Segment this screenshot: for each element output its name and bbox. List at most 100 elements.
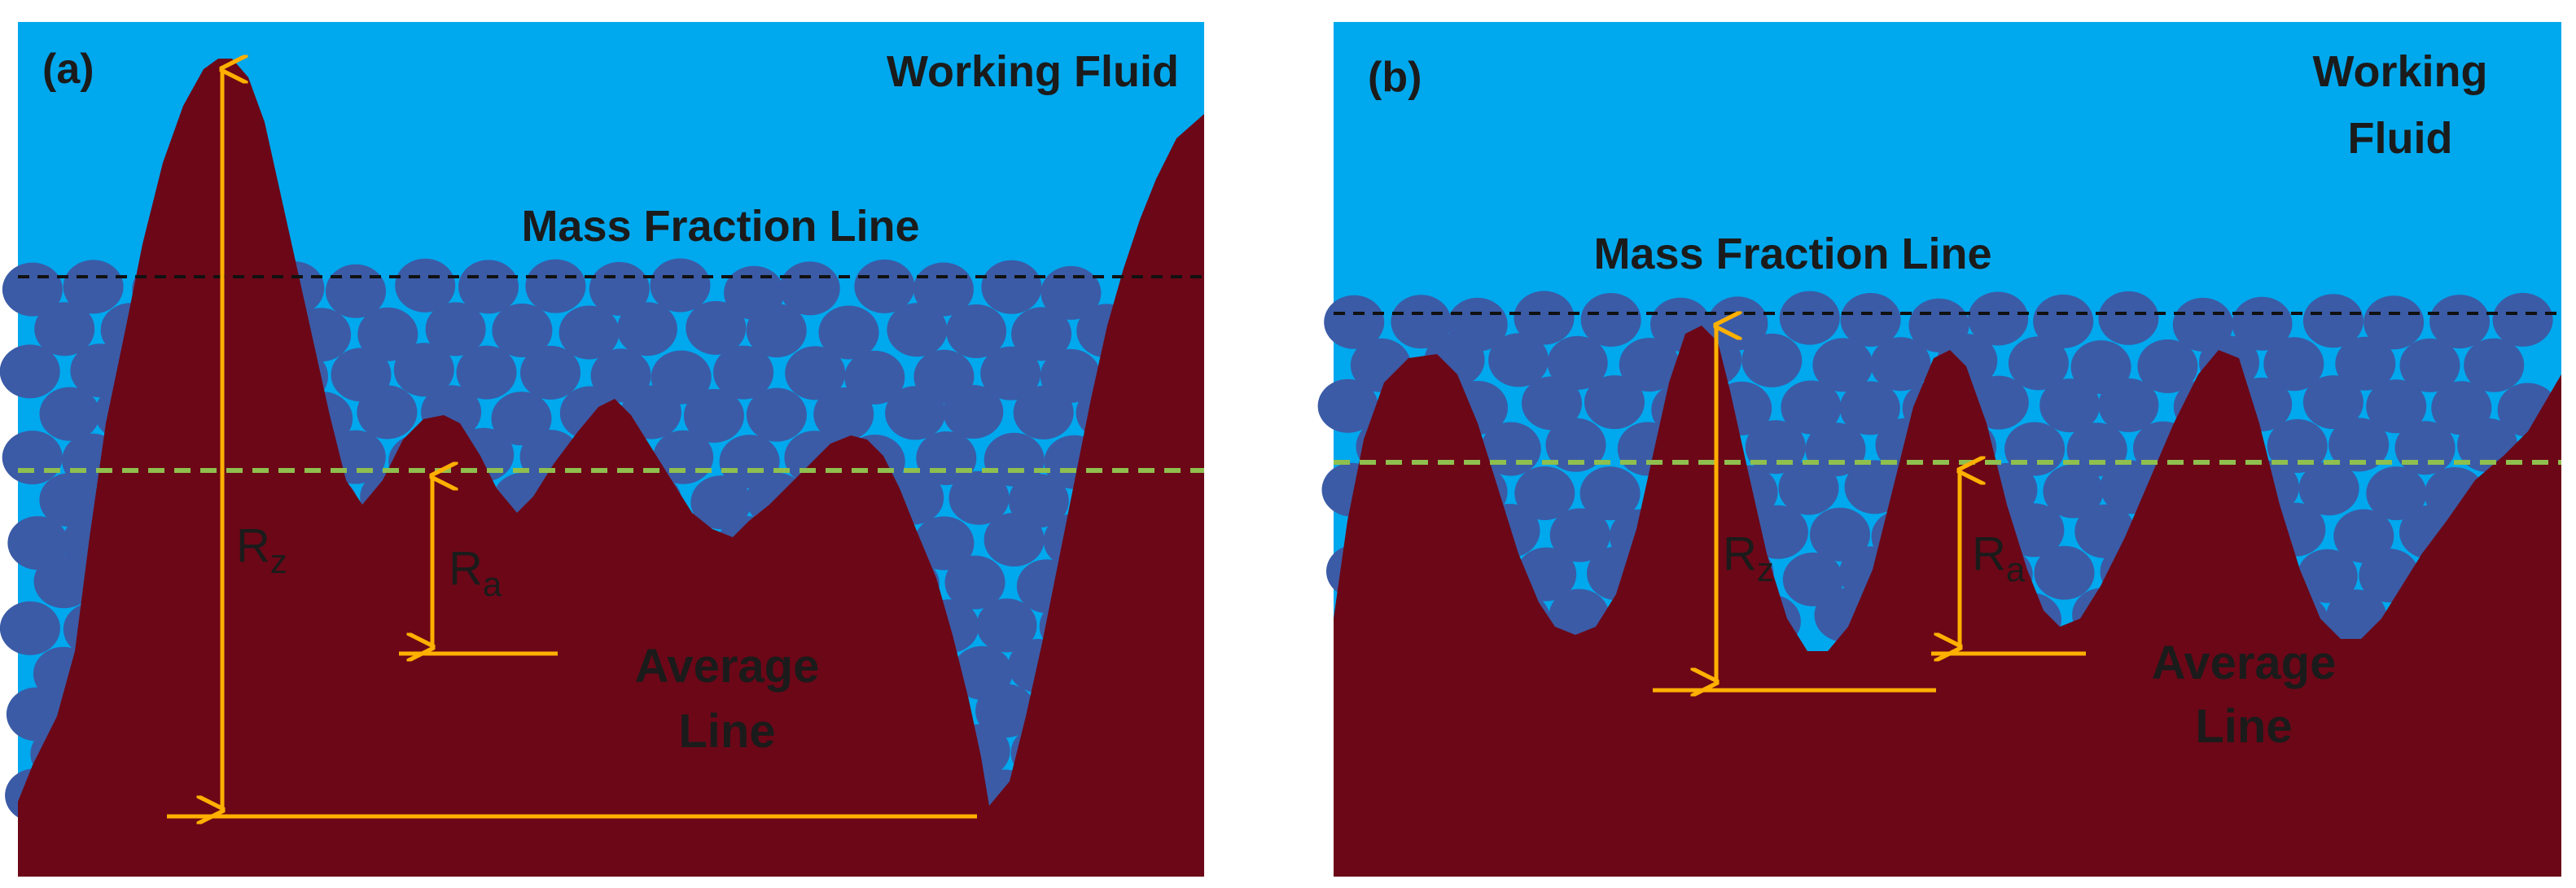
particle [2, 431, 63, 485]
particle [2335, 336, 2396, 391]
particle [1778, 461, 1839, 515]
particle [981, 260, 1042, 314]
particle [975, 684, 1036, 738]
particle [746, 387, 807, 442]
particle [357, 307, 418, 361]
particle [2137, 339, 2198, 393]
particle [0, 601, 60, 655]
particle [944, 555, 1005, 610]
particle [63, 260, 124, 314]
particle [2364, 295, 2425, 350]
particle [2298, 461, 2359, 516]
particle [1579, 466, 1641, 521]
particle [1741, 333, 1803, 387]
mass-fraction-line-label-b: Mass Fraction Line [1593, 230, 1991, 278]
particle [2328, 418, 2390, 472]
average-line-label-b-1: Average [2152, 636, 2337, 689]
particle [1839, 381, 1900, 435]
particle [39, 473, 100, 527]
particle [39, 387, 100, 441]
rough-surface-a [18, 59, 1204, 877]
particle [2066, 422, 2127, 477]
particle [1011, 307, 1072, 361]
particle [2267, 419, 2328, 473]
particle [2302, 375, 2364, 430]
particle [1547, 335, 1608, 390]
particle [2429, 295, 2491, 349]
particle [854, 259, 915, 313]
rz-label-a: Rz [236, 519, 287, 580]
particle [34, 302, 95, 357]
particle [2297, 549, 2358, 603]
particle [1619, 338, 1680, 392]
particle [690, 475, 751, 530]
particle [2034, 545, 2095, 600]
panel-b: (b) Working Fluid Mass Fraction Line Ave… [1317, 22, 2561, 877]
particle [1317, 378, 1378, 433]
particle [980, 346, 1041, 400]
particle [885, 386, 946, 440]
rz-label-b: Rz [1723, 527, 1774, 588]
particle [785, 346, 846, 400]
particle [943, 385, 1004, 439]
working-fluid-label-a: Working Fluid [887, 47, 1179, 96]
particle [1840, 293, 1901, 347]
particle [616, 302, 677, 357]
particle [1545, 418, 1606, 472]
particle [683, 388, 744, 443]
particle [395, 258, 456, 313]
particle [1781, 380, 1842, 435]
mass-fraction-line-label-a: Mass Fraction Line [521, 202, 919, 251]
panel-a: (a) Working Fluid Mass Fraction Line Ave… [0, 22, 1204, 877]
particle [1514, 466, 1575, 520]
particle [984, 432, 1045, 487]
particle [33, 554, 94, 609]
ra-label-a: Ra [449, 542, 502, 603]
particle [559, 305, 620, 360]
particle [844, 350, 905, 405]
particle [746, 304, 807, 358]
particle [1810, 507, 1870, 562]
particle [1324, 295, 1385, 349]
particle [1844, 460, 1905, 514]
particle [1040, 265, 1102, 320]
particle [1584, 375, 1645, 430]
particle [976, 598, 1037, 653]
particle [818, 305, 879, 360]
panel-label-a: (a) [42, 46, 94, 93]
particle [492, 304, 553, 357]
particle [913, 516, 975, 571]
particle [2302, 294, 2364, 348]
particle [7, 516, 68, 571]
particle [425, 302, 486, 357]
particle [1870, 337, 1931, 392]
particle [1514, 291, 1575, 345]
particle [650, 258, 711, 313]
particle [1968, 291, 2029, 346]
particle [2263, 337, 2324, 392]
particle [813, 387, 874, 441]
working-fluid-label-b-1: Working [2313, 47, 2488, 96]
average-line-label-a-1: Average [635, 640, 820, 693]
particle [1549, 508, 1610, 562]
particle [1013, 385, 1074, 440]
particle [946, 304, 1007, 358]
particle [984, 513, 1045, 566]
particle [686, 300, 747, 355]
working-fluid-label-b-2: Fluid [2348, 114, 2453, 163]
average-line-label-a-2: Line [678, 705, 775, 758]
particle [525, 259, 586, 313]
particle [2098, 291, 2159, 345]
particle [2492, 292, 2553, 347]
particle [887, 303, 948, 357]
particle [713, 345, 774, 400]
particle [393, 343, 454, 397]
particle [2366, 379, 2427, 434]
particle [2033, 294, 2094, 348]
particle [2098, 378, 2159, 432]
particle [590, 348, 651, 403]
particle [1805, 422, 1866, 477]
particle [779, 261, 840, 316]
average-line-label-b-2: Line [2195, 700, 2292, 753]
